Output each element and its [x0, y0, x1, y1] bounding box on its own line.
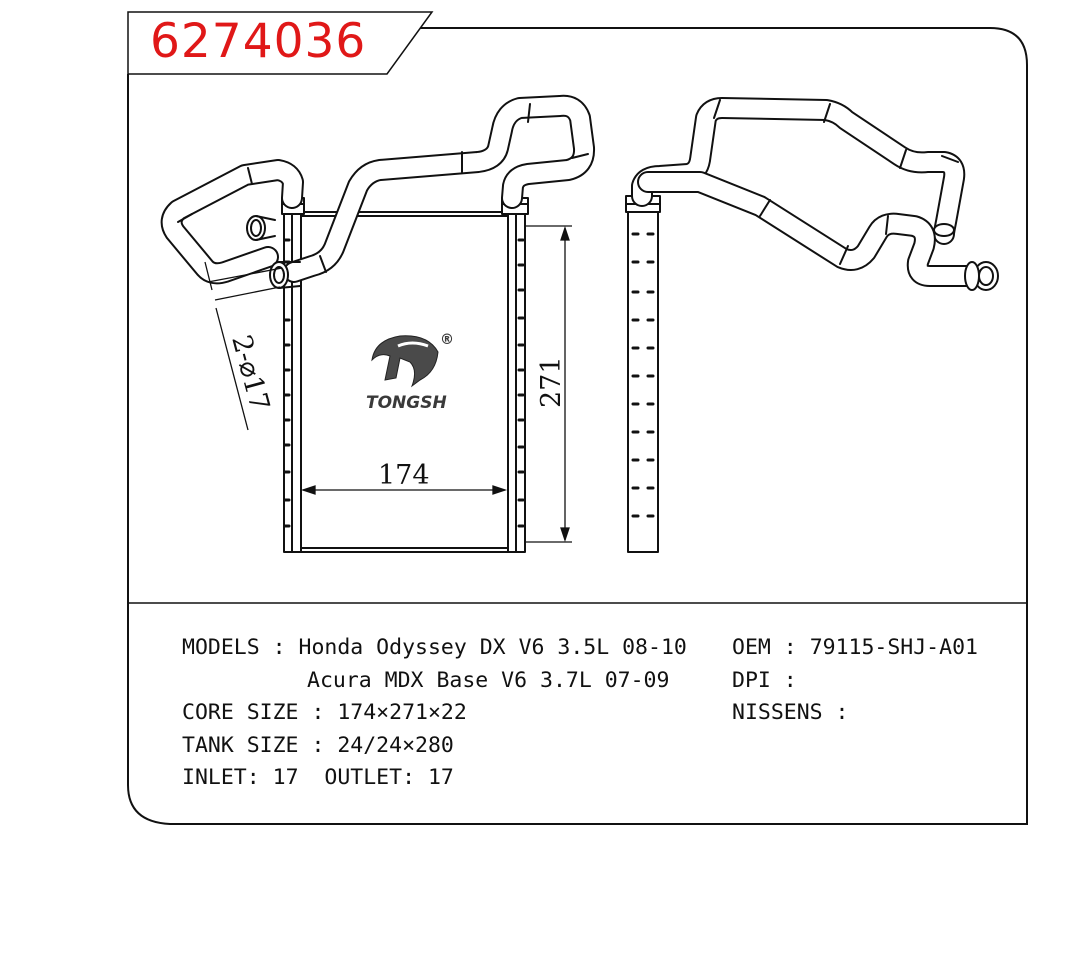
models-label: MODELS	[182, 635, 260, 660]
nissens-label: NISSENS	[732, 700, 823, 725]
outlet-value: 17	[427, 765, 454, 790]
model-2: Acura MDX Base V6 3.7L 07-09	[307, 667, 670, 693]
core-size-row: CORE SIZE : 174×271×22	[182, 700, 467, 725]
models-row: MODELS : Honda Odyssey DX V6 3.5L 08-10	[182, 635, 687, 660]
inlet-outlet-row: INLET: 17 OUTLET: 17	[182, 765, 454, 790]
nissens-row: NISSENS :	[732, 700, 862, 725]
inlet-label: INLET	[182, 765, 247, 790]
logo-registered-mark: ®	[440, 332, 454, 348]
oem-label: OEM	[732, 635, 771, 660]
core-outline	[300, 211, 509, 553]
oem-value: 79115-SHJ-A01	[809, 635, 978, 660]
tank-size-value: 24/24×280	[337, 732, 454, 758]
tank-size-row: TANK SIZE : 24/24×280	[182, 732, 454, 758]
width-dimension-label: 174	[378, 460, 430, 491]
logo-text: TONGSH	[366, 393, 447, 413]
inlet-value: 17	[272, 765, 299, 790]
logo-mark	[371, 335, 439, 388]
core-size-value: 174×271×22	[337, 700, 467, 725]
dpi-label: DPI	[732, 667, 771, 693]
front-view	[160, 94, 596, 553]
height-dimension-label: 271	[536, 356, 567, 408]
dimension-lines	[204, 225, 572, 543]
outlet-label: OUTLET	[324, 765, 403, 790]
part-number: 6274036	[150, 14, 367, 69]
core-size-label: CORE SIZE	[182, 700, 299, 725]
drawing-canvas: 174 271 2-⌀17 ® TONGSH	[127, 11, 1028, 825]
tongsh-logo: ® TONGSH	[366, 332, 454, 413]
spec-sheet: 174 271 2-⌀17 ® TONGSH	[127, 11, 1028, 825]
side-view	[625, 97, 999, 553]
oem-row: OEM : 79115-SHJ-A01	[732, 635, 978, 660]
model-1: Honda Odyssey DX V6 3.5L 08-10	[298, 635, 687, 660]
part-number-tag	[127, 11, 434, 75]
frame-border	[127, 27, 1028, 825]
dpi-row: DPI :	[732, 667, 810, 693]
spec-block: MODELS : Honda Odyssey DX V6 3.5L 08-10 …	[182, 632, 978, 957]
tank-size-label: TANK SIZE	[182, 732, 299, 758]
